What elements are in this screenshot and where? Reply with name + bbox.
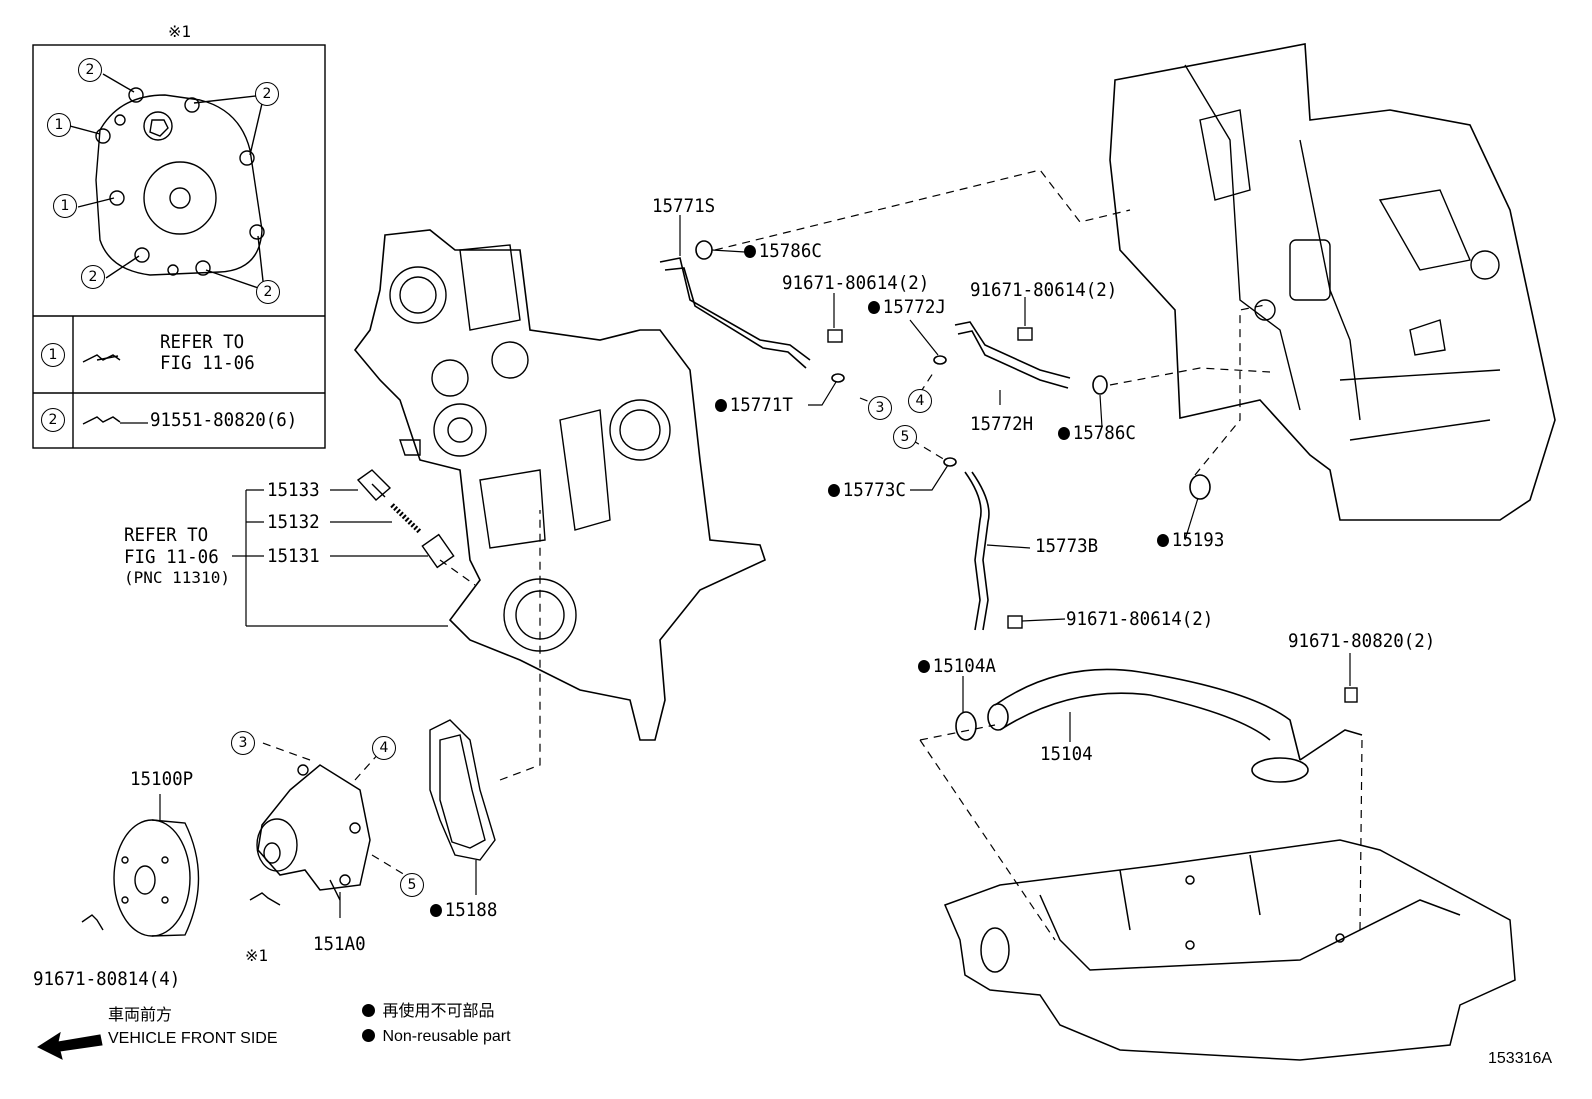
label-91671-80614-a: 91671-80614(2) <box>782 272 930 294</box>
label-15133: 15133 <box>267 479 320 501</box>
inset-callout-1b: 1 <box>53 194 77 218</box>
label-15786C-right-text: 15786C <box>1072 422 1136 444</box>
label-15131: 15131 <box>267 545 320 567</box>
label-15773B: 15773B <box>1035 535 1099 557</box>
callout-3-lower: 3 <box>231 731 255 755</box>
leader-lines <box>120 215 1351 918</box>
nonreusable-dot <box>1157 534 1169 547</box>
callout-4-lower: 4 <box>372 736 396 760</box>
legend-nonreusable-en: Non-reusable part <box>362 1029 511 1045</box>
figure-id: 153316A <box>1488 1050 1553 1067</box>
label-15773C: 15773C <box>828 481 906 500</box>
refer-line3: (PNC 11310) <box>124 568 230 587</box>
label-15773C-text: 15773C <box>842 479 906 501</box>
nonreusable-dot <box>744 245 756 258</box>
gasket-drawing <box>429 719 496 861</box>
pump-drawing <box>256 764 371 901</box>
label-15771T-text: 15771T <box>729 394 793 416</box>
label-91671-80820: 91671-80820(2) <box>1288 630 1436 652</box>
pulley-drawing <box>113 819 200 937</box>
label-15772J: 15772J <box>868 298 946 317</box>
callout-3-upper: 3 <box>868 396 892 420</box>
oil-pan-drawing <box>943 839 1516 1061</box>
label-15193: 15193 <box>1157 531 1224 550</box>
label-15104A-text: 15104A <box>932 655 996 677</box>
inset-callout-2d: 2 <box>256 280 280 304</box>
label-15104: 15104 <box>1040 743 1093 765</box>
nonreusable-dot <box>1058 427 1070 440</box>
timing-cover-drawing <box>353 229 766 741</box>
legend-nonreusable-jp-text: 再使用不可部品 <box>382 1003 495 1020</box>
nonreusable-dot <box>362 1004 375 1017</box>
label-15188-text: 15188 <box>444 899 498 921</box>
legend-row2-number: 2 <box>41 408 65 432</box>
label-15772H: 15772H <box>970 413 1034 435</box>
refer-line1: REFER TO <box>124 524 209 546</box>
inset-pump-drawing <box>69 73 265 291</box>
bolts-drawing <box>81 327 1358 931</box>
label-91671-80814: 91671-80814(4) <box>33 968 181 990</box>
label-15188: 15188 <box>430 901 497 920</box>
nonreusable-dot <box>715 399 727 412</box>
label-91671-80614-c: 91671-80614(2) <box>1066 608 1214 630</box>
nonreusable-dot <box>918 660 930 673</box>
label-15100P: 15100P <box>130 768 194 790</box>
relief-valve-drawing <box>356 469 455 569</box>
label-15771S: 15771S <box>652 195 716 217</box>
label-15104A: 15104A <box>918 657 996 676</box>
inset-callout-2b: 2 <box>255 82 279 106</box>
legend-nonreusable-jp: 再使用不可部品 <box>362 1004 494 1020</box>
label-15786C-top: 15786C <box>744 242 822 261</box>
callout-5-upper: 5 <box>893 425 917 449</box>
legend-front-jp: 車両前方 <box>108 1007 173 1024</box>
callout-5-lower: 5 <box>400 873 424 897</box>
refer-line2: FIG 11-06 <box>124 546 219 568</box>
legend-row1-text1: REFER TO <box>160 331 245 353</box>
label-91671-80614-b: 91671-80614(2) <box>970 279 1118 301</box>
legend-row2-part: 91551-80820(6) <box>150 409 298 431</box>
legend-nonreusable-en-text: Non-reusable part <box>382 1028 511 1045</box>
nonreusable-dot <box>828 484 840 497</box>
label-15772J-text: 15772J <box>882 296 946 318</box>
legend-row1-text2: FIG 11-06 <box>160 352 255 374</box>
legend-front-en: VEHICLE FRONT SIDE <box>108 1030 278 1047</box>
nonreusable-dot <box>868 301 880 314</box>
inset-callout-2a: 2 <box>78 58 102 82</box>
front-arrow <box>36 1031 103 1060</box>
label-15132: 15132 <box>267 511 320 533</box>
label-15786C-top-text: 15786C <box>758 240 822 262</box>
label-151A0: 151A0 <box>313 933 366 955</box>
phantom-lines <box>259 169 1363 941</box>
nonreusable-dot <box>362 1029 375 1042</box>
inset-callout-2c: 2 <box>81 265 105 289</box>
pipes-drawing <box>659 240 1363 783</box>
nonreusable-dot <box>430 904 442 917</box>
inset-marker: ※1 <box>168 22 192 41</box>
marker-x1-lower: ※1 <box>245 946 269 965</box>
label-15786C-right: 15786C <box>1058 424 1136 443</box>
label-15193-text: 15193 <box>1171 529 1225 551</box>
callout-4-upper: 4 <box>908 389 932 413</box>
engine-block-drawing <box>1109 43 1556 521</box>
label-15771T: 15771T <box>715 396 793 415</box>
legend-row1-number: 1 <box>41 343 65 367</box>
inset-callout-1a: 1 <box>47 113 71 137</box>
